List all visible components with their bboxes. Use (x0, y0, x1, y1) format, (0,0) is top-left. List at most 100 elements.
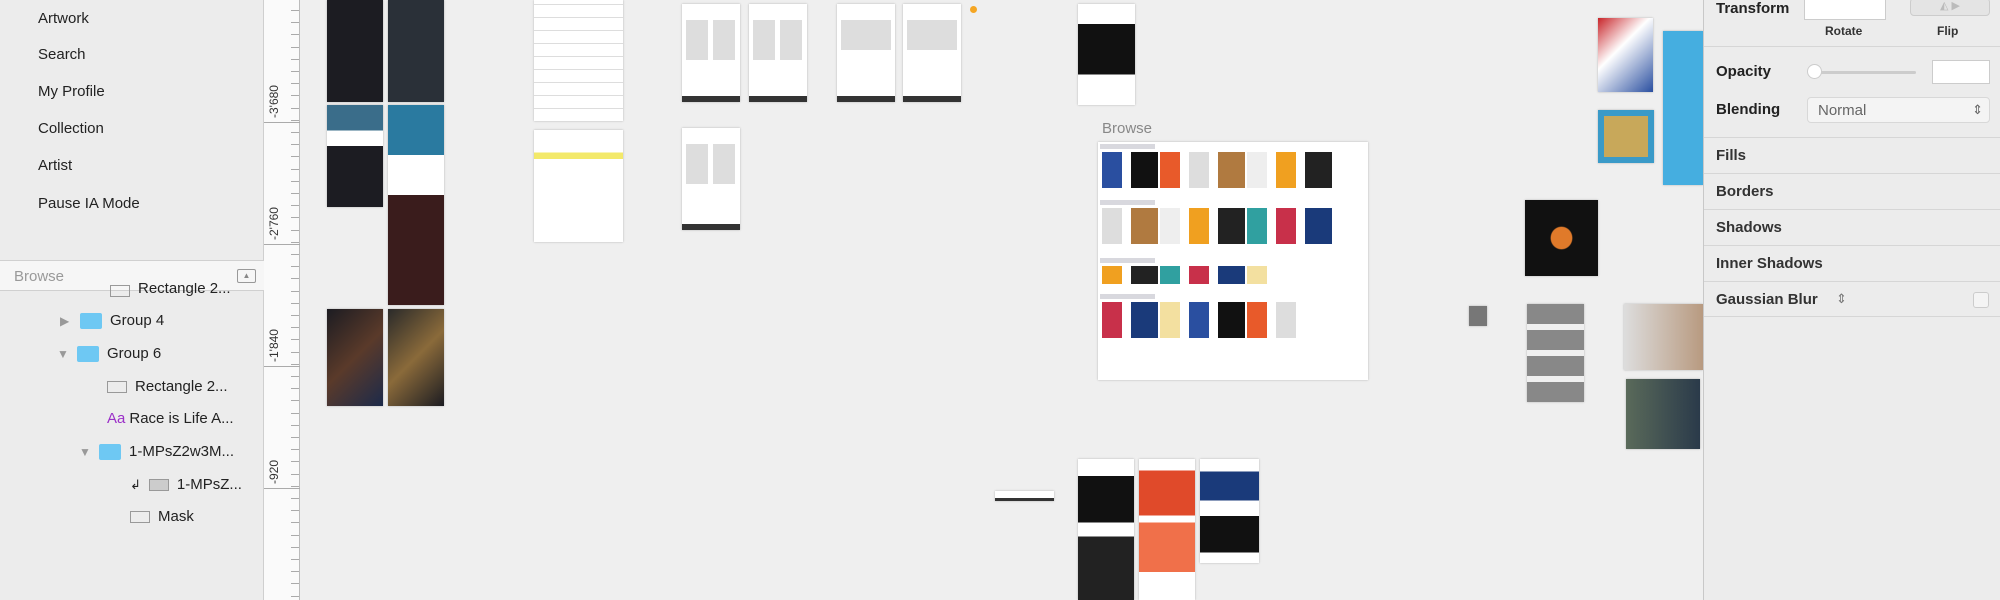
artboard[interactable] (1078, 4, 1135, 105)
artwork-thumbnail[interactable] (1102, 152, 1122, 188)
artboard-header[interactable]: Browse ▲ (0, 260, 264, 291)
image[interactable] (1626, 379, 1700, 449)
image-frame[interactable] (1598, 110, 1654, 163)
artwork-thumbnail[interactable] (1131, 266, 1158, 284)
artwork-thumbnail[interactable] (1160, 152, 1180, 188)
ruler-label: -1'840 (267, 329, 281, 362)
page-artist[interactable]: Artist (38, 157, 73, 174)
vertical-ruler[interactable]: -3'680 -2'760 -1'840 -920 (264, 0, 300, 600)
artboard[interactable] (388, 0, 444, 102)
ruler-tick (291, 595, 299, 597)
artwork-thumbnail[interactable] (1276, 152, 1296, 188)
artwork-thumbnail[interactable] (1247, 208, 1267, 244)
ruler-tick (291, 46, 299, 48)
opacity-slider-knob[interactable] (1807, 64, 1822, 79)
artwork-thumbnail[interactable] (1247, 266, 1267, 284)
wireframe-artboard[interactable] (837, 4, 895, 102)
layer-row[interactable]: ▼1-MPsZ2w3M... (79, 443, 234, 460)
artboard[interactable] (327, 309, 383, 406)
blending-select[interactable]: Normal ⇕ (1807, 97, 1990, 123)
rotate-input[interactable] (1804, 0, 1886, 20)
artwork-thumbnail[interactable] (1218, 266, 1245, 284)
artwork-thumbnail[interactable] (1131, 208, 1158, 244)
disclosure-right-icon[interactable]: ▶ (60, 313, 70, 328)
gaussian-blur-section[interactable]: Gaussian Blur ⇕ (1704, 281, 2000, 317)
layer-row[interactable]: ▼Group 6 (57, 345, 161, 362)
artwork-thumbnail[interactable] (1102, 208, 1122, 244)
artwork-thumbnail[interactable] (1247, 302, 1267, 338)
wireframe-artboard[interactable] (749, 4, 807, 102)
artwork-thumbnail[interactable] (1160, 266, 1180, 284)
artwork-thumbnail[interactable] (1160, 208, 1180, 244)
artwork-thumbnail[interactable] (1276, 208, 1296, 244)
page-my-profile[interactable]: My Profile (38, 83, 105, 100)
ruler-label: -3'680 (267, 85, 281, 118)
page-collection[interactable]: Collection (38, 120, 104, 137)
collapse-icon[interactable]: ▲ (237, 269, 256, 283)
artboard[interactable] (327, 0, 383, 102)
rectangle-icon (107, 380, 127, 393)
artboard[interactable] (1139, 459, 1195, 600)
layer-label: Mask (158, 508, 194, 525)
artboard[interactable] (327, 105, 383, 207)
artwork-thumbnail[interactable] (1218, 152, 1245, 188)
artboard-title[interactable]: Browse (1102, 120, 1153, 137)
wireframe-artboard[interactable] (903, 4, 961, 102)
sketch-artboard[interactable] (534, 130, 623, 242)
folder-icon (80, 312, 102, 329)
page-artwork[interactable]: Artwork (38, 10, 89, 27)
artboard[interactable] (1200, 459, 1259, 563)
shadows-section[interactable]: Shadows (1704, 209, 2000, 245)
opacity-input[interactable] (1932, 60, 1990, 84)
layer-row[interactable]: Mask (130, 508, 194, 525)
artwork-thumbnail[interactable] (1276, 302, 1296, 338)
borders-section[interactable]: Borders (1704, 173, 2000, 209)
disclosure-down-icon[interactable]: ▼ (57, 346, 69, 361)
disclosure-down-icon[interactable]: ▼ (79, 444, 91, 459)
artwork-thumbnail[interactable] (1189, 152, 1209, 188)
gaussian-blur-checkbox[interactable] (1973, 292, 1989, 308)
artwork-thumbnail[interactable] (1102, 266, 1122, 284)
layer-row[interactable]: Rectangle 2... (107, 378, 228, 395)
ruler-major-tick (264, 488, 300, 489)
image[interactable] (1663, 31, 1703, 185)
image[interactable] (1525, 200, 1598, 276)
layer-row[interactable]: ▶Group 4 (60, 312, 164, 329)
browse-artboard[interactable] (1098, 142, 1368, 380)
artwork-thumbnail[interactable] (1305, 208, 1332, 244)
artwork-thumbnail[interactable] (1131, 302, 1158, 338)
image[interactable] (1598, 18, 1653, 92)
artboard[interactable] (388, 105, 444, 305)
artboard[interactable] (388, 309, 444, 406)
page-pause-ia-mode[interactable]: Pause IA Mode (38, 195, 140, 212)
image-grid[interactable] (1527, 304, 1584, 402)
image[interactable] (1624, 304, 1703, 370)
artwork-thumbnail[interactable] (1160, 302, 1180, 338)
artwork-thumbnail[interactable] (1247, 152, 1267, 188)
artwork-thumbnail[interactable] (1189, 266, 1209, 284)
artwork-thumbnail[interactable] (1218, 208, 1245, 244)
artwork-thumbnail[interactable] (1305, 152, 1332, 188)
chevron-updown-icon[interactable]: ⇕ (1836, 291, 1847, 306)
canvas[interactable]: Browse (300, 0, 1703, 600)
tab-bar-component[interactable] (995, 491, 1054, 501)
fills-section[interactable]: Fills (1704, 137, 2000, 173)
wireframe-artboard[interactable] (682, 4, 740, 102)
inner-shadows-section[interactable]: Inner Shadows (1704, 245, 2000, 281)
layer-row[interactable]: ↲1-MPsZ... (130, 476, 242, 493)
artwork-thumbnail[interactable] (1218, 302, 1245, 338)
artwork-thumbnail[interactable] (1189, 302, 1209, 338)
page-search[interactable]: Search (38, 46, 86, 63)
artwork-thumbnail[interactable] (1189, 208, 1209, 244)
wireframe-artboard[interactable] (682, 128, 740, 230)
image[interactable] (1469, 306, 1487, 326)
sketch-artboard[interactable] (534, 0, 623, 121)
comment-dot-icon[interactable] (970, 6, 977, 13)
flip-buttons[interactable]: ◭ ▶ (1910, 0, 1990, 16)
opacity-slider[interactable] (1816, 71, 1916, 74)
layer-row[interactable]: Rectangle 2... (110, 283, 231, 297)
artwork-thumbnail[interactable] (1131, 152, 1158, 188)
artboard[interactable] (1078, 459, 1134, 600)
artwork-thumbnail[interactable] (1102, 302, 1122, 338)
